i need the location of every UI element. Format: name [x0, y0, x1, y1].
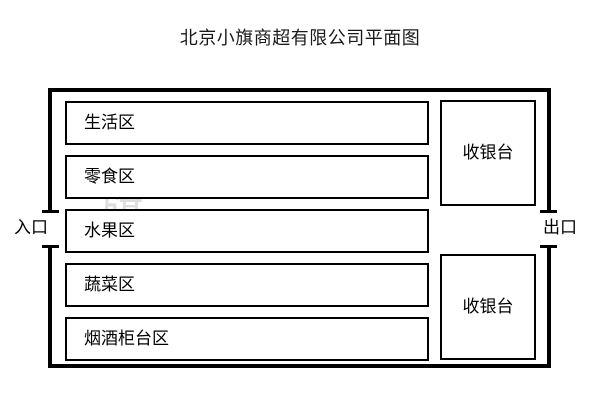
wall-right-upper-segment [547, 88, 551, 212]
wall-left-lower-segment [48, 246, 52, 368]
area-label: 生活区 [84, 113, 135, 133]
cashier-counter-upper: 收银台 [440, 100, 536, 206]
cashier-counter-lower: 收银台 [440, 254, 536, 360]
area-box-shucaiqu: 蔬菜区 [65, 263, 429, 307]
area-label: 蔬菜区 [84, 275, 135, 295]
exit-door-jamb-bottom [540, 245, 557, 248]
wall-bottom-segment [48, 364, 551, 368]
cashier-label: 收银台 [462, 143, 514, 163]
wall-right-lower-segment [547, 246, 551, 368]
entrance-door-jamb-top [42, 210, 59, 213]
entrance-label: 入口 [14, 218, 48, 238]
page-title: 北京小旗商超有限公司平面图 [179, 28, 421, 49]
exit-label: 出口 [543, 218, 577, 238]
wall-left-upper-segment [48, 88, 52, 212]
area-box-shenghuoqu: 生活区 [65, 101, 429, 145]
area-box-yanjiuguitaiqu: 烟酒柜台区 [65, 317, 429, 361]
store-outer-wall [42, 88, 557, 368]
wall-top-segment [48, 88, 551, 92]
entrance-door-jamb-bottom [42, 245, 59, 248]
area-label: 零食区 [84, 167, 135, 187]
exit-door-jamb-top [540, 210, 557, 213]
area-label: 水果区 [84, 221, 135, 241]
area-box-lingshiqu: 零食区 [65, 155, 429, 199]
area-label: 烟酒柜台区 [84, 329, 169, 349]
area-box-shuiguoqu: 水果区 [65, 209, 429, 253]
cashier-label: 收银台 [462, 297, 514, 317]
